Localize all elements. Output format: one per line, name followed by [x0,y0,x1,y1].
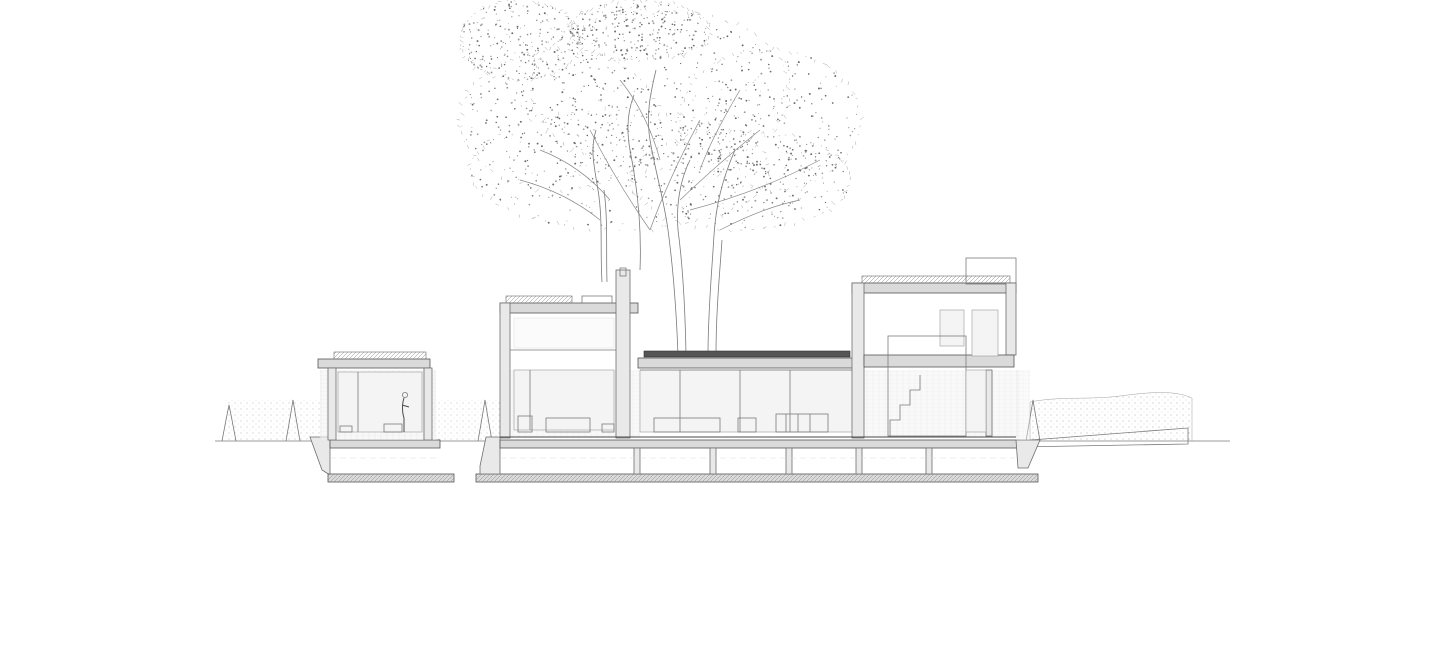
foundation-piers [633,447,933,475]
hedge-right [1017,392,1193,448]
tree-trunks [592,69,736,356]
shrubs-left [221,399,500,442]
tree-canopy [456,0,864,233]
pavilion-left [317,351,436,441]
main-house [499,257,1020,439]
tree [456,0,864,356]
garage-volume [1016,370,1030,440]
living-furniture [653,413,829,433]
foundation [309,436,1041,483]
